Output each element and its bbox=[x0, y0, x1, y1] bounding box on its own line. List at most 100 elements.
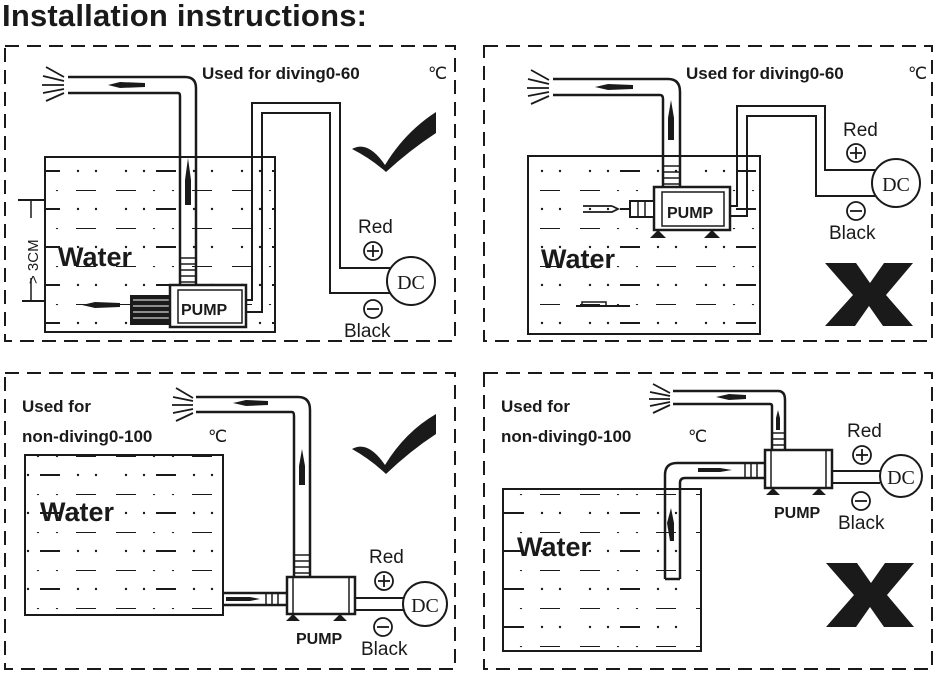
water-pattern bbox=[528, 156, 760, 334]
flow-arrow bbox=[108, 82, 145, 88]
intake-pipe bbox=[223, 591, 287, 607]
spray-icon bbox=[527, 69, 550, 105]
spray-icon bbox=[172, 387, 194, 422]
pump-feet bbox=[650, 230, 720, 238]
flow-arrow bbox=[667, 508, 674, 541]
outlet-pipe bbox=[68, 75, 198, 292]
flow-arrow bbox=[698, 468, 732, 472]
depth-label: > 3CM bbox=[25, 239, 42, 284]
dc-label: DC bbox=[397, 272, 425, 294]
water-tank bbox=[527, 155, 761, 335]
minus-icon bbox=[851, 491, 871, 511]
panel-border bbox=[483, 45, 933, 342]
pump-feet bbox=[766, 488, 826, 495]
dc-label: DC bbox=[882, 174, 910, 196]
black-wire-label: Black bbox=[361, 639, 408, 660]
flow-arrow bbox=[82, 302, 120, 308]
panel-bottom-left: Used for non-diving0-100 ℃ Water PUMP bbox=[4, 372, 456, 670]
pipe-connector bbox=[744, 463, 758, 478]
water-label: Water bbox=[517, 532, 592, 562]
intake-pipe bbox=[663, 461, 765, 581]
plus-icon bbox=[846, 143, 866, 163]
water-tank bbox=[24, 454, 224, 616]
panel-border bbox=[4, 45, 456, 342]
cross-icon bbox=[826, 563, 914, 627]
dc-power-source bbox=[879, 454, 923, 498]
pump-body bbox=[285, 575, 357, 616]
temperature-unit: ℃ bbox=[688, 427, 707, 446]
water-label: Water bbox=[58, 242, 133, 272]
outlet-pipe bbox=[553, 77, 682, 187]
panel-caption: Used for diving0-60 bbox=[686, 64, 844, 83]
pump-label: PUMP bbox=[181, 302, 228, 319]
power-cable bbox=[832, 470, 880, 484]
dc-power-source bbox=[386, 256, 436, 306]
water-pattern bbox=[503, 489, 701, 651]
pump-label: PUMP bbox=[296, 631, 343, 648]
panel-caption: Used for bbox=[501, 397, 570, 416]
minus-icon bbox=[846, 201, 866, 221]
red-wire-label: Red bbox=[843, 120, 878, 141]
minus-icon bbox=[373, 617, 393, 637]
flow-arrow bbox=[716, 394, 746, 400]
red-wire-label: Red bbox=[847, 421, 882, 442]
flow-arrow bbox=[226, 597, 260, 601]
page-title: Installation instructions: bbox=[2, 0, 368, 33]
temperature-unit: ℃ bbox=[208, 427, 227, 446]
minus-icon bbox=[363, 299, 383, 319]
outlet-pipe bbox=[673, 389, 787, 449]
pipe-connector bbox=[180, 257, 196, 283]
panel-caption-line2: non-diving0-100 bbox=[501, 427, 631, 446]
red-wire-label: Red bbox=[358, 217, 393, 238]
plus-icon bbox=[374, 571, 394, 591]
flow-arrow bbox=[185, 158, 191, 205]
black-wire-label: Black bbox=[829, 223, 876, 244]
pipe-connector bbox=[772, 432, 785, 446]
flow-arrow bbox=[299, 449, 305, 485]
panel-bottom-right: Used for non-diving0-100 ℃ Water PUMP bbox=[483, 372, 933, 670]
plus-icon bbox=[363, 241, 383, 261]
pipe-connector bbox=[294, 554, 310, 574]
check-icon bbox=[352, 112, 436, 172]
temperature-unit: ℃ bbox=[908, 64, 927, 83]
dc-label: DC bbox=[887, 467, 915, 489]
red-wire-label: Red bbox=[369, 547, 404, 568]
power-cable bbox=[355, 597, 403, 611]
flow-arrow bbox=[583, 205, 621, 213]
panel-border bbox=[4, 372, 456, 670]
flow-arrow bbox=[595, 84, 633, 90]
pump-label: PUMP bbox=[667, 205, 714, 222]
black-wire-label: Black bbox=[344, 321, 391, 342]
panel-caption-line2: non-diving0-100 bbox=[22, 427, 152, 446]
pump-feet bbox=[286, 614, 347, 621]
dc-power-source bbox=[871, 158, 921, 208]
water-label: Water bbox=[40, 497, 115, 527]
power-cable bbox=[730, 105, 875, 217]
pump-label: PUMP bbox=[774, 505, 821, 522]
flow-arrow bbox=[776, 410, 780, 430]
flow-arrow bbox=[233, 400, 268, 406]
panel-border bbox=[483, 372, 933, 670]
pump-body bbox=[168, 283, 248, 329]
plus-icon bbox=[852, 445, 872, 465]
dc-label: DC bbox=[411, 595, 439, 617]
panel-top-left: Used for diving0-60 ℃ Water > 3CM bbox=[4, 45, 456, 342]
check-icon bbox=[352, 414, 436, 474]
power-cable bbox=[246, 102, 390, 313]
black-wire-label: Black bbox=[838, 513, 885, 534]
depth-indicator: > 3CM bbox=[18, 199, 44, 302]
spray-icon bbox=[649, 383, 671, 414]
pump-body bbox=[763, 448, 834, 490]
pipe-connector bbox=[663, 165, 680, 185]
panel-caption: Used for diving0-60 bbox=[202, 64, 360, 83]
water-tank bbox=[502, 488, 702, 652]
water-pattern bbox=[25, 455, 223, 615]
panel-top-right: Used for diving0-60 ℃ Water PUMP DC Red bbox=[483, 45, 933, 342]
pump-intake bbox=[629, 200, 655, 218]
pipe-connector bbox=[265, 593, 279, 605]
spray-icon bbox=[42, 66, 65, 102]
temperature-unit: ℃ bbox=[428, 64, 447, 83]
water-label: Water bbox=[541, 244, 616, 274]
cross-icon bbox=[825, 263, 913, 326]
